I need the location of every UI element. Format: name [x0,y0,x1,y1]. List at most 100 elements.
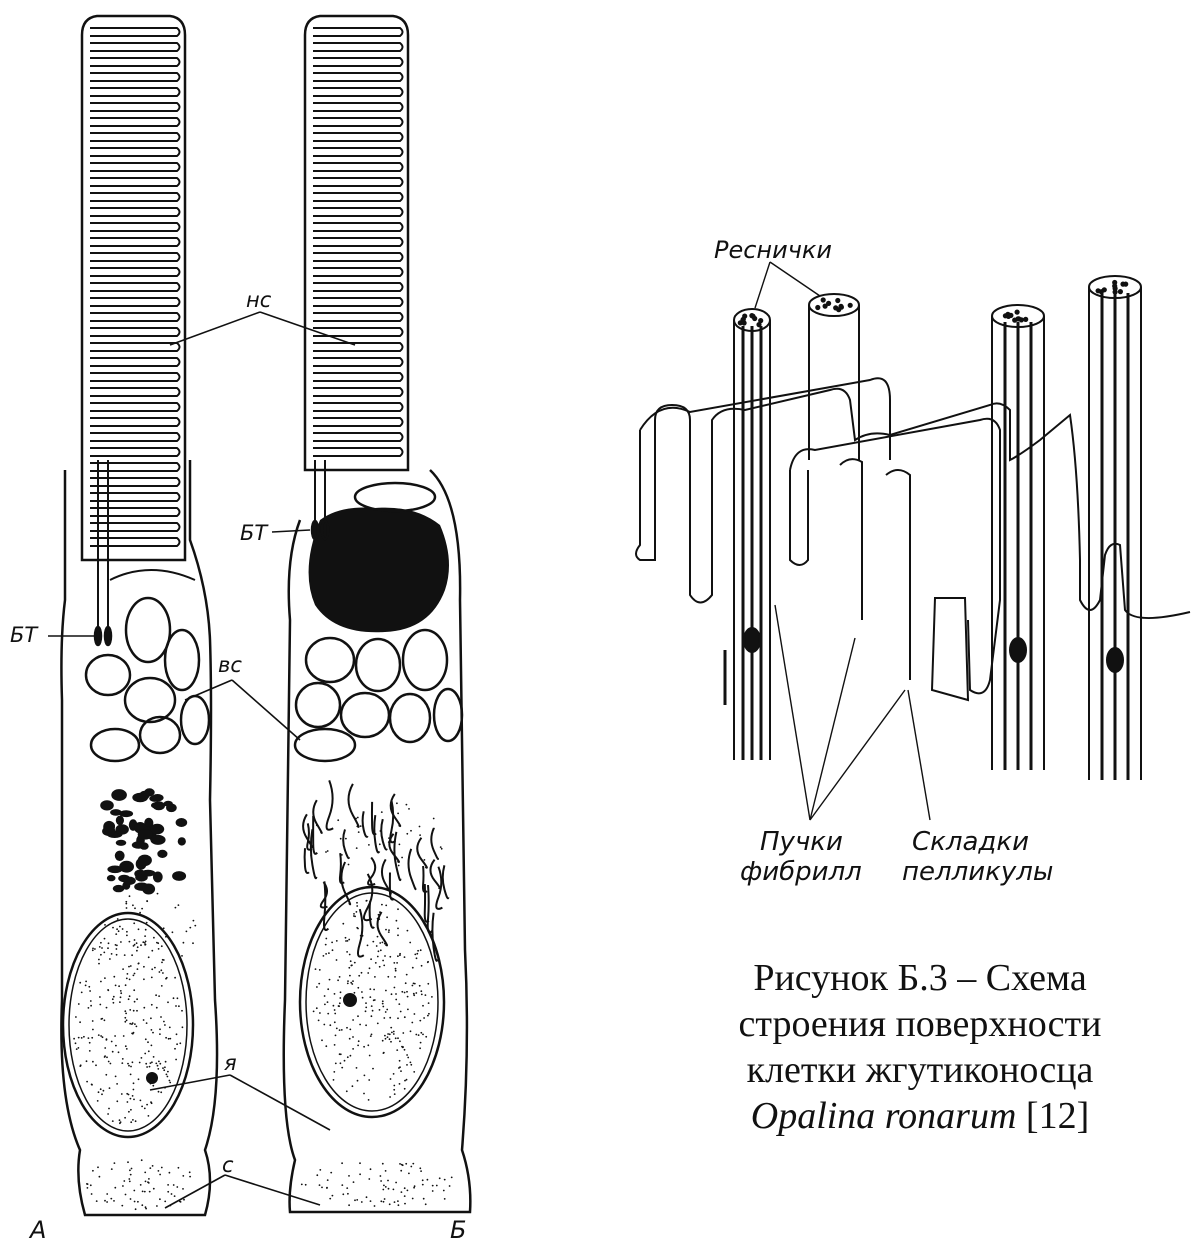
stipple-dot [327,1001,329,1003]
stipple-dot [356,911,358,913]
stipple-dot [319,1012,321,1014]
stipple-dot [99,946,101,948]
stipple-dot [342,1193,344,1195]
stipple-dot [167,1071,169,1073]
stipple-dot [346,1187,348,1189]
stipple-dot [439,1177,441,1179]
stipple-dot [140,1100,142,1102]
stipple-dot [109,958,111,960]
stipple-dot [339,1002,341,1004]
stipple-dot [404,1187,406,1189]
cilium-dot [1119,290,1122,293]
stipple-dot [389,1203,391,1205]
stipple-dot [359,1173,361,1175]
stipple-dot [345,937,347,939]
granule [178,837,186,845]
stipple-dot [353,915,355,917]
stipple-dot [131,1168,133,1170]
stipple-dot [397,813,399,815]
stipple-dot [324,995,326,997]
stipple-dot [325,944,327,946]
disc-stripe [90,193,180,201]
stipple-dot [175,1005,177,1007]
stipple-dot [134,939,136,941]
stipple-dot [136,1010,138,1012]
stipple-dot [400,1170,402,1172]
stipple-dot [380,949,382,951]
stipple-dot [369,988,371,990]
stipple-dot [112,1120,114,1122]
stipple-dot [359,1024,361,1026]
reticulum-loop [428,885,432,932]
stipple-dot [410,1062,412,1064]
stipple-dot [393,1189,395,1191]
basal-body [744,628,760,652]
stipple-dot [383,1052,385,1054]
disc-stripe [90,103,180,111]
stipple-dot [352,980,354,982]
cilium-dot [822,298,825,301]
stipple-dot [371,1034,373,1036]
stipple-dot [127,973,129,975]
stipple-dot [90,1005,92,1007]
stipple-dot [418,1034,420,1036]
basal-body [1010,638,1026,662]
stipple-dot [136,1026,138,1028]
granule [142,884,155,895]
disc-stripe [313,223,403,231]
disc-stripe [90,313,180,321]
stipple-dot [404,1203,406,1205]
stipple-dot [124,1017,126,1019]
stipple-dot [329,1024,331,1026]
stipple-dot [355,818,357,820]
stipple-dot [166,977,168,979]
stipple-dot [413,1071,415,1073]
stipple-dot [120,990,122,992]
stipple-dot [327,1013,329,1015]
stipple-dot [79,1021,81,1023]
stipple-dot [116,945,118,947]
stipple-dot [130,1121,132,1123]
stipple-dot [144,1172,146,1174]
stipple-dot [107,947,109,949]
stipple-dot [83,1036,85,1038]
disc-stripe [313,133,403,141]
stipple-dot [367,945,369,947]
stipple-dot [167,1001,169,1003]
stipple-dot [128,1065,130,1067]
disc-stripe [313,433,403,441]
stipple-dot [113,1200,115,1202]
stipple-dot [146,1022,148,1024]
stipple-dot [130,1109,132,1111]
stipple-dot [174,1048,176,1050]
stipple-dot [128,1111,130,1113]
stipple-dot [395,1182,397,1184]
stipple-dot [182,1188,184,1190]
stipple-dot [95,1064,97,1066]
stipple-dot [106,1007,108,1009]
figure-caption: Рисунок Б.3 – Схема строения поверхности… [660,955,1180,1139]
stipple-dot [132,1022,134,1024]
stipple-dot [179,1042,181,1044]
stipple-dot [109,1087,111,1089]
stipple-dot [427,1179,429,1181]
stipple-dot [339,1053,341,1055]
disc-stripe [90,403,180,411]
disc-stripe [313,298,403,306]
stipple-dot [327,850,329,852]
reticulum-loop [390,873,394,900]
stipple-dot [346,1090,348,1092]
cell-a-nucleus [63,913,193,1137]
stipple-dot [401,1164,403,1166]
cell-b-mitochondrion [355,483,435,511]
stipple-dot [92,1170,94,1172]
stipple-dot [189,1171,191,1173]
stipple-dot [385,905,387,907]
stipple-dot [88,986,90,988]
stipple-dot [331,942,333,944]
disc-stripe [313,193,403,201]
stipple-dot [143,1007,145,1009]
stipple-dot [169,1082,171,1084]
stipple-dot [407,1190,409,1192]
granule [149,795,160,802]
